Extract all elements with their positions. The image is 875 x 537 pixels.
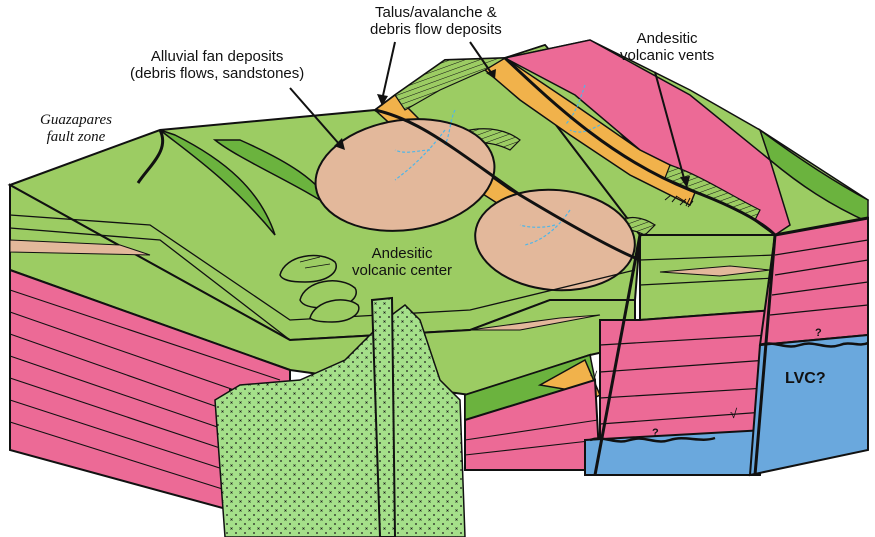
right-block-blue <box>750 335 868 475</box>
middle-block-pink <box>600 310 775 445</box>
label-center-line2: volcanic center <box>352 262 452 279</box>
middle-block-green <box>640 235 775 320</box>
question-mark-middle: ? <box>652 425 659 442</box>
label-volcanic-center: Andesitic volcanic center <box>352 245 452 279</box>
label-center-line1: Andesitic <box>352 245 452 262</box>
label-fault-zone: Guazapares fault zone <box>40 112 112 146</box>
label-talus-line2: debris flow deposits <box>370 21 502 38</box>
label-talus: Talus/avalanche & debris flow deposits <box>370 4 502 38</box>
label-vents-line2: volcanic vents <box>620 47 714 64</box>
label-fault-line1: Guazapares <box>40 112 112 129</box>
arrow-talus-1 <box>382 42 395 100</box>
dip-mark-1: √ <box>590 368 597 385</box>
label-alluvial-line2: (debris flows, sandstones) <box>130 65 304 82</box>
label-vents: Andesitic volcanic vents <box>620 30 714 64</box>
label-vents-line1: Andesitic <box>620 30 714 47</box>
label-fault-line2: fault zone <box>40 129 112 146</box>
label-alluvial: Alluvial fan deposits (debris flows, san… <box>130 48 304 82</box>
label-alluvial-line1: Alluvial fan deposits <box>130 48 304 65</box>
dip-mark-2: √ <box>730 405 737 422</box>
label-lvc: LVC? <box>785 370 826 387</box>
label-talus-line1: Talus/avalanche & <box>370 4 502 21</box>
question-mark-right: ? <box>815 325 822 342</box>
